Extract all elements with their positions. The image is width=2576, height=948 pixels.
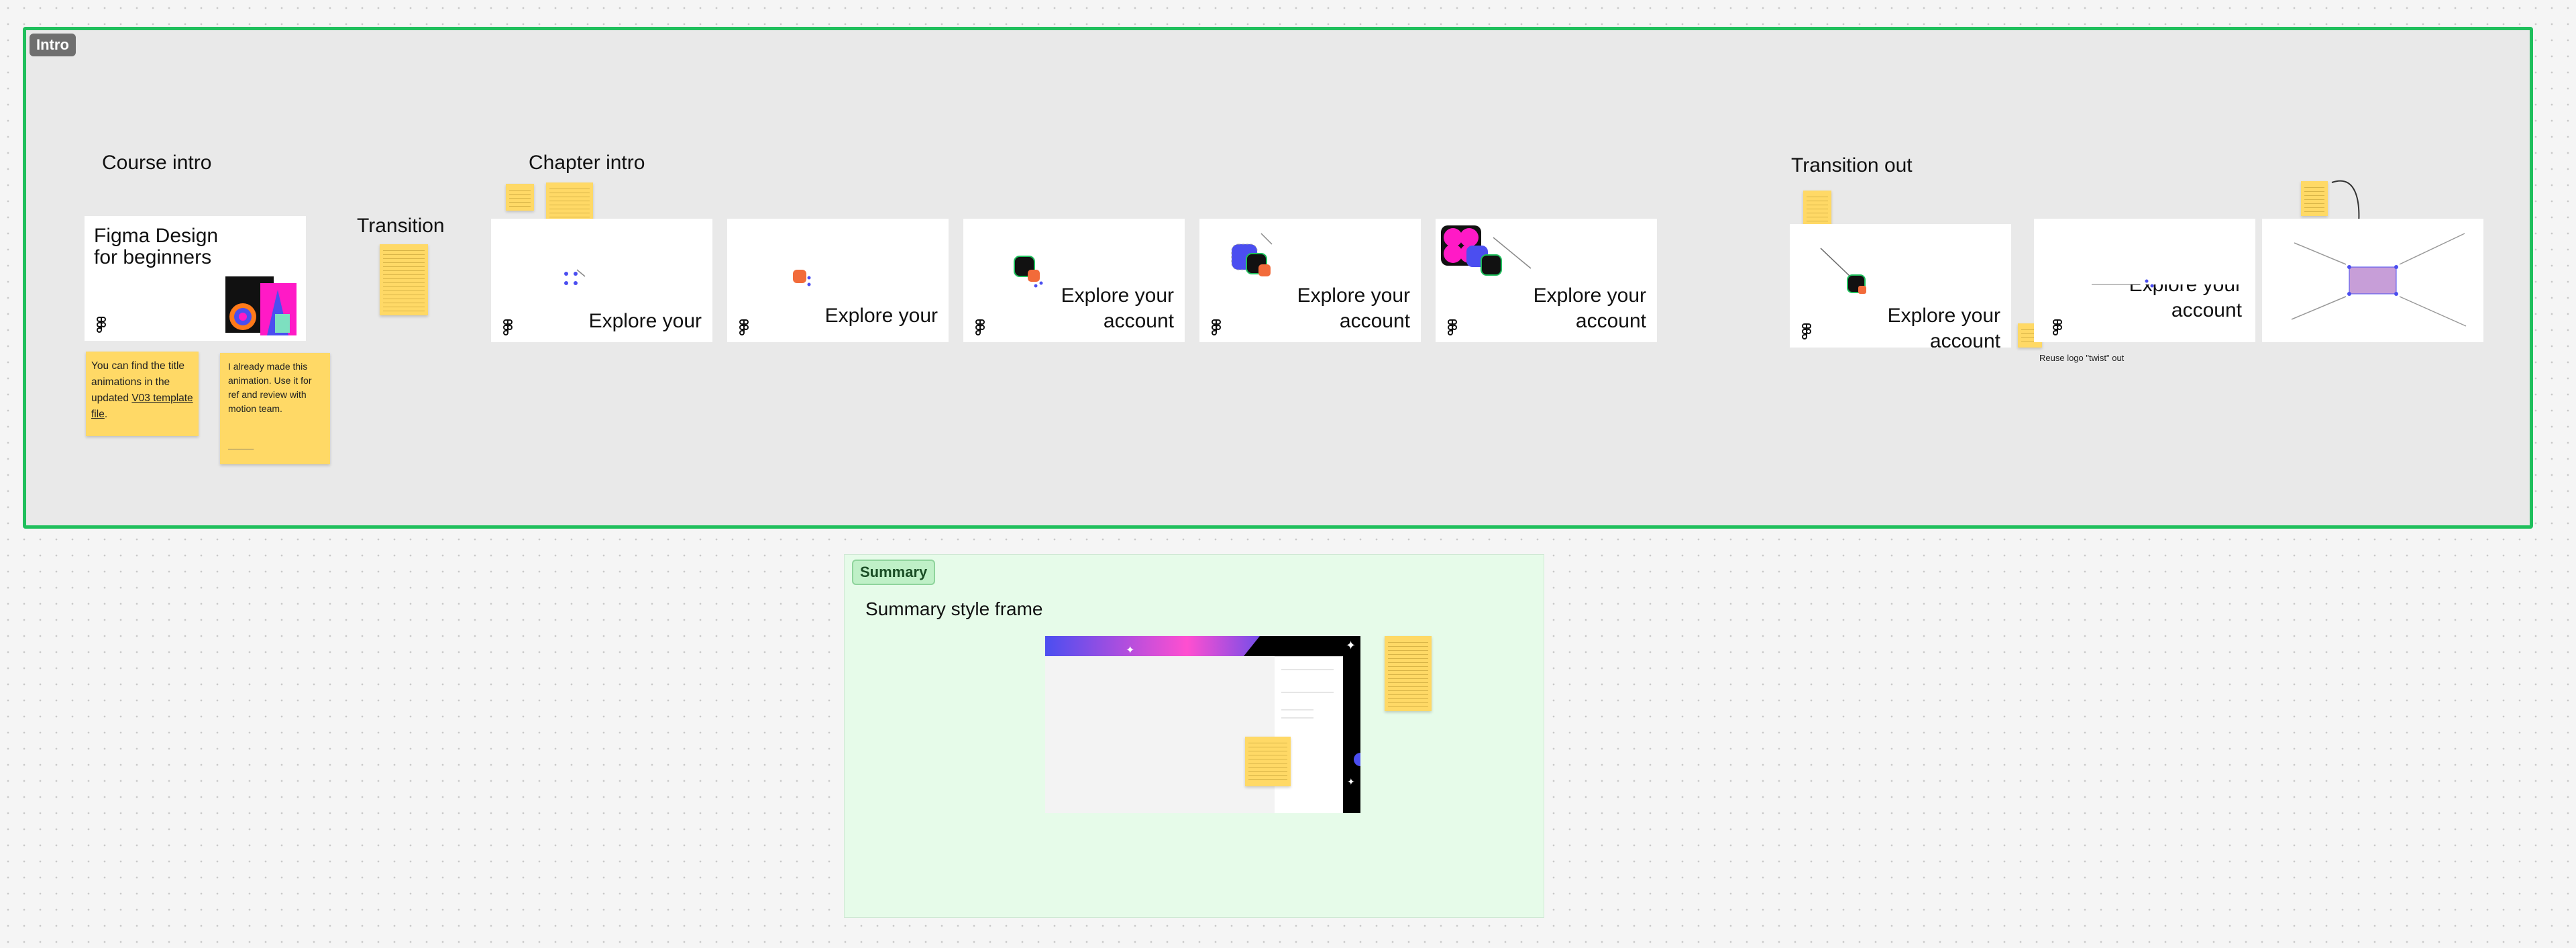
summary-style-heading: Summary style frame xyxy=(865,598,1043,619)
explore-text-3: Explore your account xyxy=(1061,284,1174,332)
sticky-already-made-text: I already made this animation. Use it fo… xyxy=(228,361,312,414)
sticky-note-corner[interactable] xyxy=(2301,181,2328,216)
figma-logo-icon xyxy=(2053,319,2062,335)
explore-text-4: Explore your account xyxy=(1297,284,1410,332)
explore-text-1: Explore your xyxy=(588,310,702,332)
sticky-template-link[interactable]: V03 template file xyxy=(91,392,193,420)
figma-logo-icon xyxy=(1448,319,1457,335)
svg-text:✦: ✦ xyxy=(1346,639,1356,652)
orange-shape-icon xyxy=(793,270,811,286)
svg-text:✦: ✦ xyxy=(1126,645,1134,656)
transition-out-frame-1[interactable]: Explore your account xyxy=(1790,224,2011,348)
transition-heading: Transition xyxy=(357,215,445,237)
sticky-note-summary-inner[interactable] xyxy=(1245,737,1291,786)
sticky-note-small-1[interactable] xyxy=(506,184,534,211)
sticky-template-post: . xyxy=(104,409,108,420)
sticky-note-summary[interactable] xyxy=(1385,636,1432,711)
course-title-line-2: for beginners xyxy=(94,246,212,268)
sticky-template-text: You can find the title animations in the… xyxy=(91,358,193,423)
figma-logo-icon xyxy=(975,319,985,335)
transition-out-heading: Transition out xyxy=(1791,154,1913,176)
transition-out-frame-2[interactable]: Explore your account xyxy=(2034,219,2255,342)
explode-arrows-icon xyxy=(2291,233,2467,327)
magenta-shapes-icon xyxy=(1441,225,1532,276)
twist-caption: Reuse logo "twist" out xyxy=(2039,353,2125,363)
shapes-cluster-icon xyxy=(1231,233,1273,276)
sticky-note-already-made[interactable]: I already made this animation. Use it fo… xyxy=(220,353,330,464)
explore-text-7: Explore your account xyxy=(2129,274,2242,321)
sticky-note-transition[interactable] xyxy=(380,244,428,315)
explore-text-5: Explore your account xyxy=(1533,284,1646,332)
course-illustration xyxy=(225,276,297,335)
sticky-template-pre: You can find the title animations in the… xyxy=(91,360,185,404)
sticky-note-template[interactable]: You can find the title animations in the… xyxy=(86,352,199,436)
sticky-note-small-2[interactable] xyxy=(546,182,593,224)
chapter-intro-frame-1[interactable]: Explore your xyxy=(491,219,712,342)
transition-out-shapes-icon xyxy=(1820,248,1866,294)
dark-shape-icon xyxy=(1014,256,1043,288)
figma-logo-icon xyxy=(503,319,513,335)
intro-section-tag[interactable]: Intro xyxy=(30,34,76,56)
chapter-intro-heading: Chapter intro xyxy=(529,152,645,174)
svg-text:✦: ✦ xyxy=(1347,776,1355,787)
course-intro-heading: Course intro xyxy=(102,152,212,174)
figma-logo-icon xyxy=(739,319,749,335)
course-intro-frame[interactable]: Figma Design for beginners xyxy=(85,216,306,341)
course-title-line-1: Figma Design xyxy=(94,225,219,247)
figma-logo-icon xyxy=(1802,323,1811,339)
explore-text-2: Explore your xyxy=(824,305,938,327)
chapter-intro-frame-3[interactable]: Explore your account xyxy=(963,219,1185,342)
chapter-intro-frame-4[interactable]: Explore your account xyxy=(1199,219,1421,342)
course-title: Figma Design for beginners xyxy=(94,225,218,268)
summary-section-tag[interactable]: Summary xyxy=(852,560,936,585)
transition-out-frame-3[interactable] xyxy=(2262,219,2483,342)
sticky-author: ────── xyxy=(228,445,254,452)
chapter-intro-frame-2[interactable]: Explore your xyxy=(727,219,949,342)
summary-style-frame[interactable]: ✦ ✦ ✦ xyxy=(1045,636,1360,813)
figma-logo-icon xyxy=(1212,319,1221,335)
explore-text-6: Explore your account xyxy=(1887,305,2000,348)
summary-illustration: ✦ ✦ ✦ xyxy=(1045,636,1360,813)
cursor-cluster-icon xyxy=(564,269,586,285)
figma-logo-icon xyxy=(97,317,106,333)
chapter-intro-frame-5[interactable]: Explore your account xyxy=(1436,219,1657,342)
arrow-right-icon xyxy=(2092,279,2154,288)
